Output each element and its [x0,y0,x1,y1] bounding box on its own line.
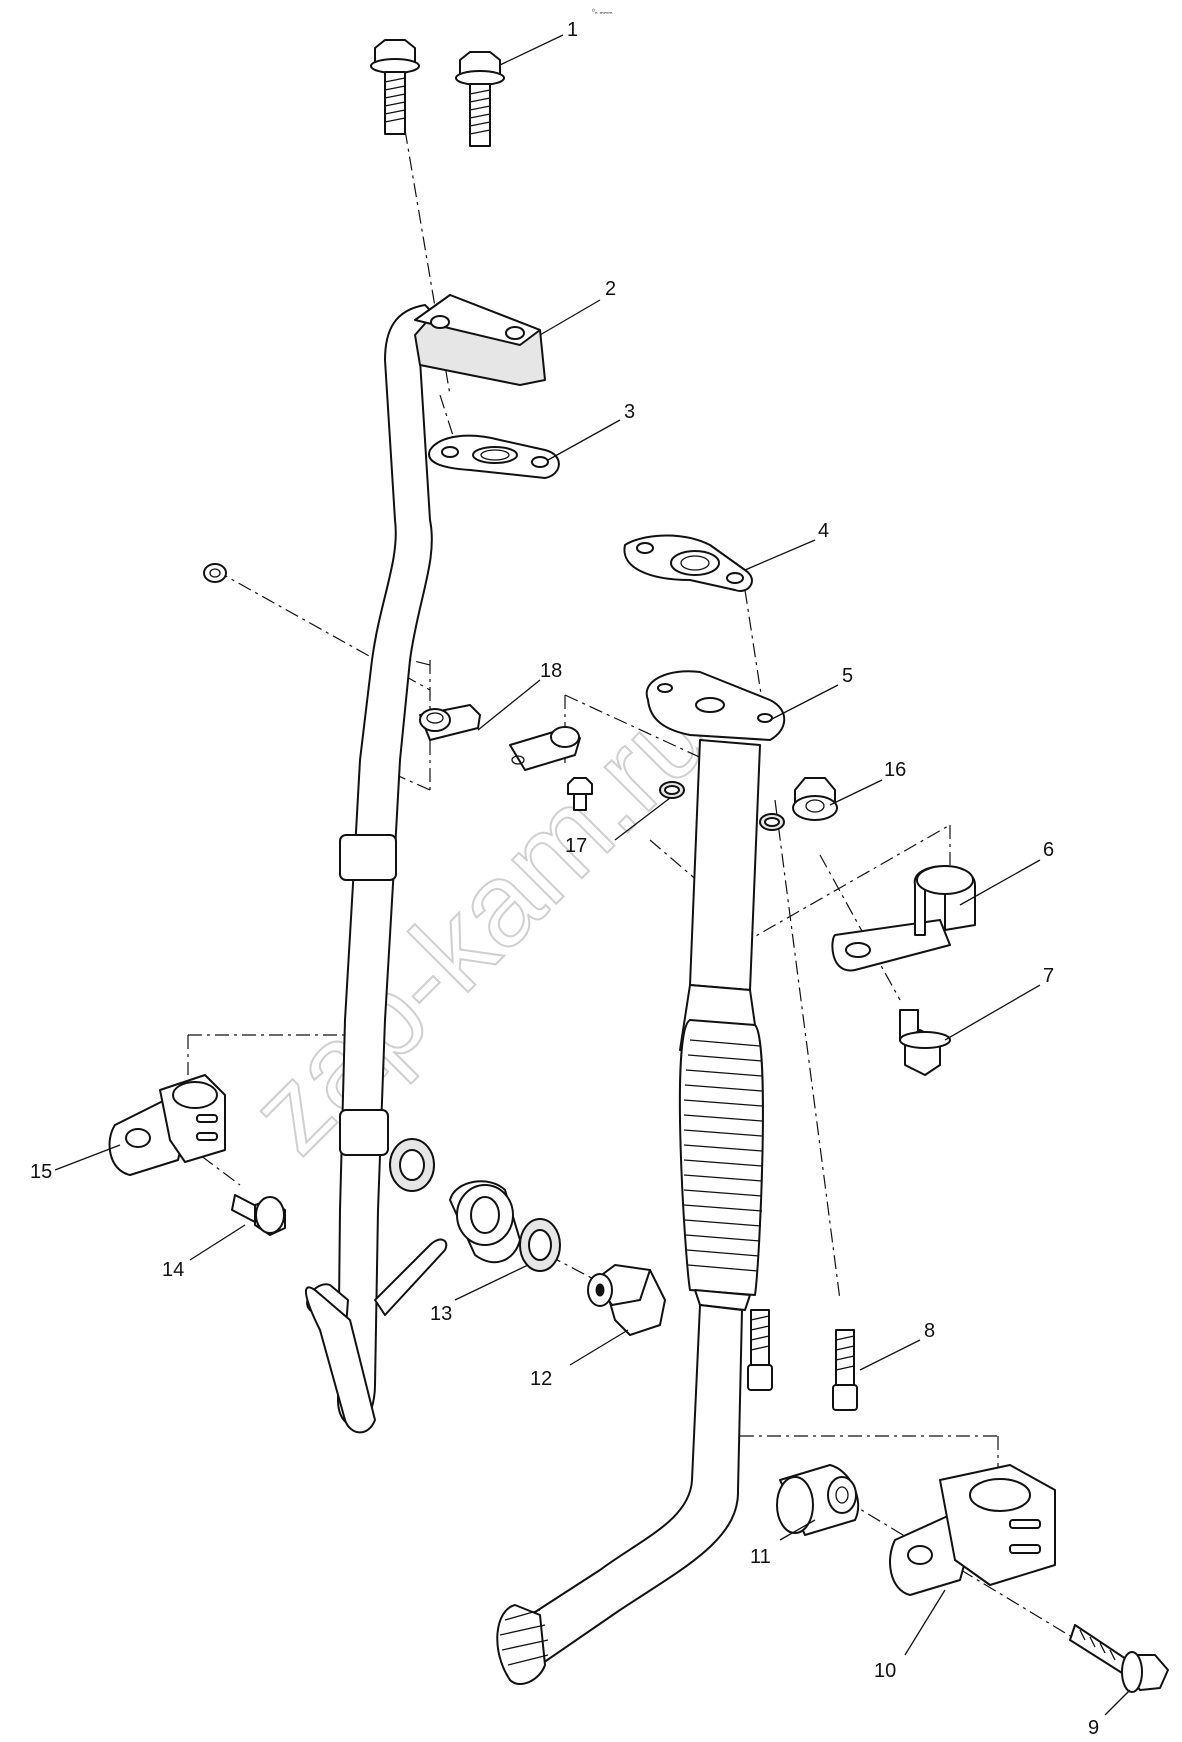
gasket-part-4 [623,534,753,592]
callout-17: 17 [565,835,587,857]
bracket-part-15 [108,1074,226,1176]
callout-9: 9 [1088,1717,1099,1739]
bracket-part-10 [889,1464,1056,1596]
drain-tube-part-5 [496,670,786,1685]
callout-13: 13 [430,1303,452,1325]
banjo-fitting [389,1138,666,1336]
leader-lines [54,34,1131,1716]
callout-5: 5 [842,665,853,687]
nut-part-16 [792,777,838,821]
callout-labels: 1 2 3 4 5 16 6 7 8 9 10 11 12 13 14 15 1… [30,19,1099,1739]
callout-16: 16 [884,759,906,781]
callout-12: 12 [530,1368,552,1390]
bolt-part-14 [231,1194,286,1236]
flange-part-2 [414,294,546,386]
top-mark: ⁰ₙ ₘₘₘ [592,8,613,16]
callout-14: 14 [162,1259,184,1281]
callout-3: 3 [624,401,635,423]
callout-6: 6 [1043,839,1054,861]
watermark: zap-kam.ru [225,668,736,1179]
clamp-part-6 [831,865,976,972]
clip-pair-part-18 [203,563,593,811]
callout-2: 2 [605,278,616,300]
bolt-pair-part-8 [747,1309,858,1411]
seal-rings-part-17 [659,781,785,831]
gasket-part-3 [428,434,560,479]
callout-11: 11 [750,1546,771,1568]
callout-7: 7 [1043,965,1054,987]
callout-18: 18 [540,660,562,682]
bolt-part-9 [1069,1624,1169,1693]
callout-8: 8 [924,1320,935,1342]
callout-15: 15 [30,1161,52,1183]
callout-1: 1 [567,19,578,41]
bolt-part-7 [899,1009,951,1076]
bolt-pair-part-1 [370,39,505,147]
callout-4: 4 [818,520,829,542]
oil-supply-tube [304,304,448,1434]
callout-10: 10 [874,1660,896,1682]
spacer-part-11 [776,1464,860,1536]
